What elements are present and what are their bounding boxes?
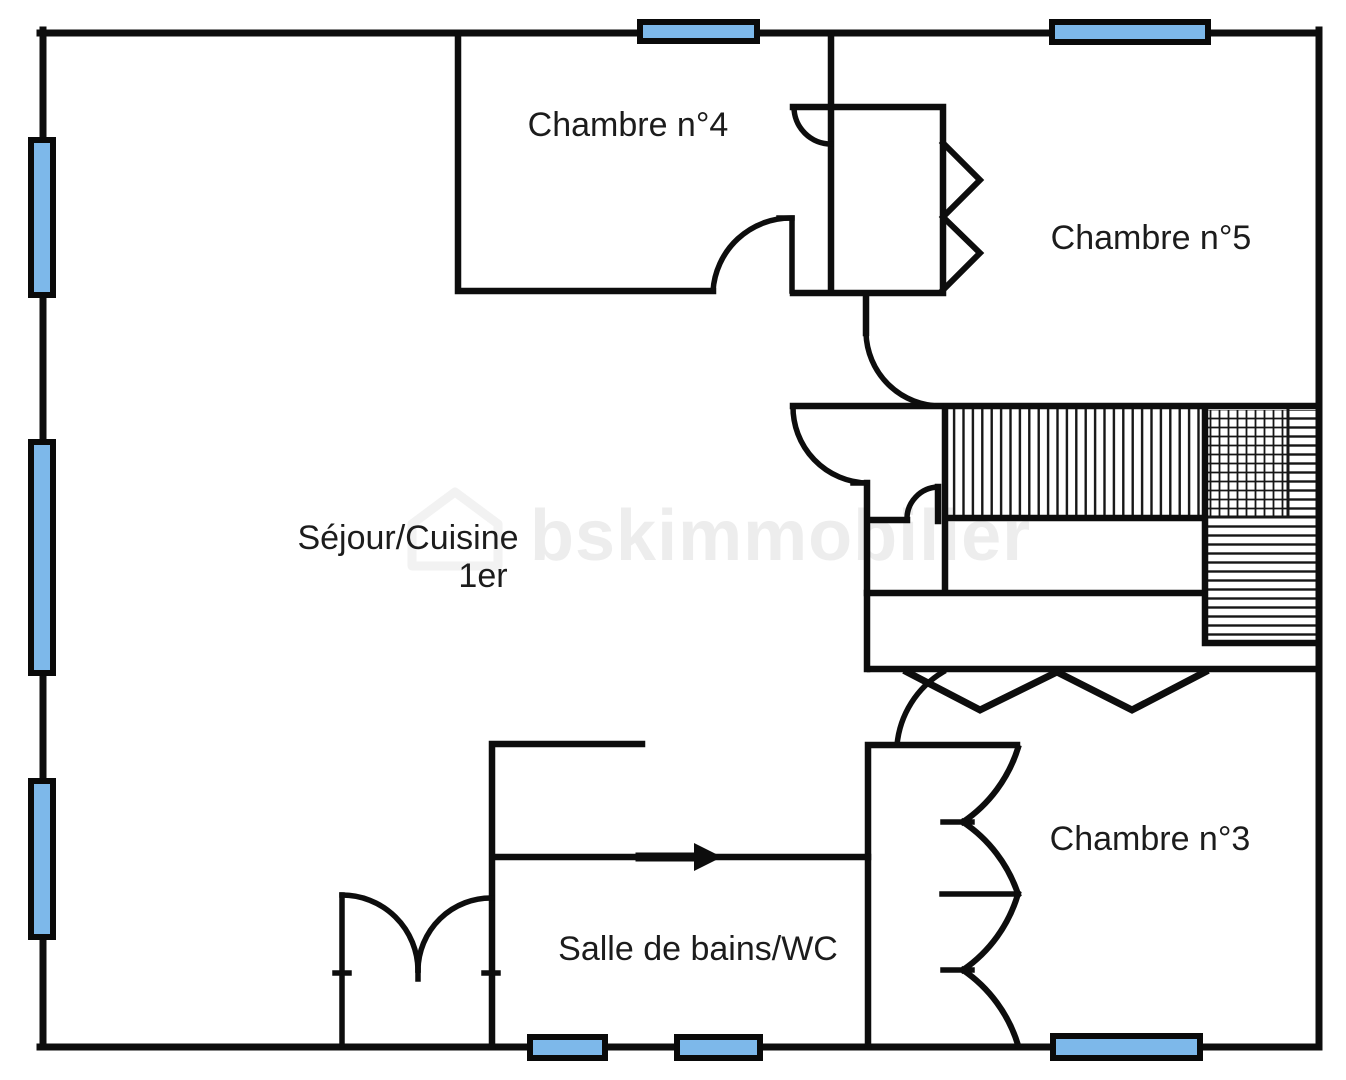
watermark-house-icon [407, 487, 503, 571]
door-arc-sejour-hall [790, 403, 870, 486]
door-arc-double-left [339, 892, 421, 973]
window [1049, 19, 1211, 45]
wall-stair-block [789, 402, 1321, 673]
window [1050, 1033, 1203, 1061]
room-label-salle-de-bains: Salle de bains/WC [558, 930, 838, 968]
door-arc-vestibule [791, 104, 834, 147]
door-leaf-chambre4 [776, 215, 795, 294]
stair-lower-flight-hatch [1208, 521, 1317, 643]
door-arc-corridor-chambre3 [894, 668, 947, 748]
stair-side-hatch [1288, 410, 1317, 517]
chambre3-swing-door [958, 744, 1022, 1049]
chambre5-closet-chevrons [938, 138, 985, 295]
entry-arrow [635, 843, 722, 871]
window [28, 137, 56, 298]
door-arc-understairs [904, 484, 941, 523]
staircase [945, 408, 1319, 643]
room-label-chambre-3: Chambre n°3 [1050, 820, 1251, 858]
door-leaf-sejour-double [332, 892, 501, 1048]
door-arc-chambre4 [710, 215, 795, 294]
room-labels: Chambre n°4 Chambre n°5 Séjour/Cuisine 1… [297, 106, 1251, 968]
chambre3-closet-zigzag [902, 667, 1210, 714]
window [28, 778, 56, 940]
room-label-chambre-5: Chambre n°5 [1051, 219, 1252, 257]
swing-door-arcs [958, 744, 1022, 1049]
interior-walls [454, 29, 1321, 1051]
wall-salle-de-bains [488, 740, 872, 1051]
door-arcs [339, 104, 947, 973]
wall-closet-chambre5 [789, 29, 947, 337]
window [637, 19, 760, 44]
closet-doors [902, 138, 1210, 714]
wall-corridor [863, 479, 942, 673]
arrow-head-icon [694, 843, 722, 871]
stair-flight-hatch [945, 408, 1203, 518]
room-label-floor-1er: 1er [458, 557, 507, 595]
window [28, 439, 56, 676]
room-label-sejour-cuisine: Séjour/Cuisine [297, 519, 518, 557]
door-leaf-chambre3 [939, 819, 1021, 973]
wall-chambre4 [454, 29, 717, 295]
wall-chambre3 [864, 741, 1021, 1051]
door-arc-chambre5 [863, 330, 944, 409]
windows [28, 19, 1211, 1061]
stair-landing-hatch [1207, 410, 1288, 517]
window [527, 1034, 608, 1061]
stair-dividers [1205, 408, 1319, 519]
window [674, 1034, 763, 1061]
room-label-chambre-4: Chambre n°4 [528, 106, 729, 144]
door-arc-double-right [415, 895, 495, 973]
